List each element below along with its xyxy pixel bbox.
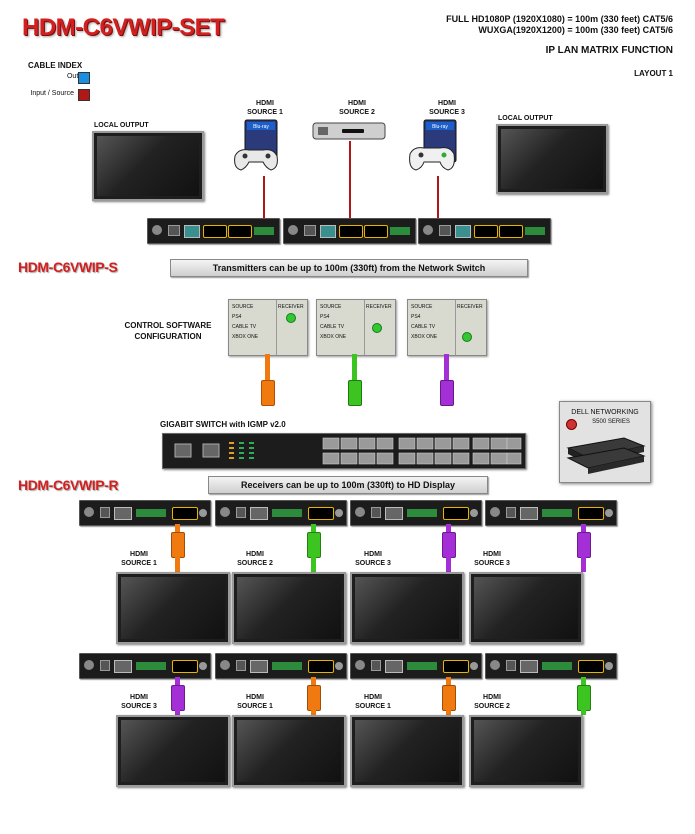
page-title: HDM-C6VWIP-SET [22, 14, 225, 41]
control-panel-3[interactable]: SOURCE RECEIVER PS4 CABLE TV XBOX ONE [407, 299, 487, 356]
output-color-swatch [78, 72, 90, 84]
receiver-cat-plug-4 [577, 532, 591, 558]
input-color-swatch [78, 89, 90, 101]
hd-display-4 [469, 715, 583, 787]
control-panel-1[interactable]: SOURCE RECEIVER PS4 CABLE TV XBOX ONE [228, 299, 308, 356]
dell-logo-icon [566, 419, 577, 430]
layout-label: LAYOUT 1 [634, 69, 673, 78]
receiver-box-3 [350, 653, 482, 679]
receiver-status-led [462, 332, 472, 342]
gigabit-switch [162, 433, 526, 469]
receiver-cable-tail-4 [581, 556, 586, 572]
control-panel-2[interactable]: SOURCE RECEIVER PS4 CABLE TV XBOX ONE [316, 299, 396, 356]
transmitter-box-1 [147, 218, 280, 244]
cat-cable-green [352, 354, 357, 382]
svg-text:Blu-ray: Blu-ray [432, 124, 448, 130]
receiver-cat-plug-3 [442, 685, 456, 711]
input-cable-2 [349, 141, 351, 218]
hd-display-1 [116, 572, 230, 644]
receiver-cat-plug-2 [307, 685, 321, 711]
receiver-box-2 [215, 500, 347, 526]
switch-label: GIGABIT SWITCH with IGMP v2.0 [160, 420, 286, 429]
receiver-cable-tail-3 [446, 709, 451, 715]
receiver-box-3 [350, 500, 482, 526]
hd-display-4 [469, 572, 583, 644]
cable-index-output-label: Output [28, 73, 88, 80]
receiver-cat-cable-2 [311, 524, 316, 534]
receiver-box-4 [485, 653, 617, 679]
set-top-box-icon [312, 121, 386, 141]
input-cable-3 [437, 176, 439, 218]
receiver-cat-cable-3 [446, 677, 451, 687]
receiver-cable-tail-2 [311, 709, 316, 715]
transmitter-section-label: HDM-C6VWIP-S [18, 259, 118, 275]
receiver-cat-cable-3 [446, 524, 451, 534]
local-output-label-right: LOCAL OUTPUT [498, 115, 553, 122]
svg-text:Blu-ray: Blu-ray [253, 124, 269, 130]
local-output-label-left: LOCAL OUTPUT [94, 122, 149, 129]
hd-display-2 [232, 715, 346, 787]
receiver-status-led [286, 313, 296, 323]
cable-index-title: CABLE INDEX [28, 61, 83, 70]
receiver-box-1 [79, 500, 211, 526]
receiver-box-4 [485, 500, 617, 526]
hd-display-3 [350, 572, 464, 644]
receiver-cable-tail-1 [175, 709, 180, 715]
local-output-display-right [496, 124, 608, 194]
bluray-gamepad-icon: Blu-ray [233, 118, 281, 176]
receiver-cat-cable-1 [175, 677, 180, 687]
receiver-box-1 [79, 653, 211, 679]
receiver-cable-tail-1 [175, 556, 180, 572]
cat-cable-purple [444, 354, 449, 382]
transmitter-box-2 [283, 218, 416, 244]
cat-plug-green [348, 380, 362, 406]
cable-index-input-label: Input / Source [30, 90, 74, 97]
cat-cable-orange [265, 354, 270, 382]
transmitter-box-3 [418, 218, 551, 244]
hd-display-1 [116, 715, 230, 787]
input-cable-1 [263, 176, 265, 218]
receiver-box-2 [215, 653, 347, 679]
receiver-cable-tail-3 [446, 556, 451, 572]
spec-line-wuxga: WUXGA(1920X1200) = 100m (330 feet) CAT5/… [478, 25, 673, 35]
receiver-status-led [372, 323, 382, 333]
receiver-cat-cable-2 [311, 677, 316, 687]
cat-plug-purple [440, 380, 454, 406]
spec-line-1080p: FULL HD1080P (1920X1080) = 100m (330 fee… [446, 14, 673, 24]
receiver-cable-tail-4 [581, 709, 586, 715]
receiver-cat-plug-4 [577, 685, 591, 711]
local-output-display-left [92, 131, 204, 201]
hd-display-3 [350, 715, 464, 787]
receiver-cat-cable-4 [581, 677, 586, 687]
dell-networking-photo: DELL NETWORKING S500 SERIES [559, 401, 651, 483]
transmitter-distance-banner: Transmitters can be up to 100m (330ft) f… [170, 259, 528, 277]
receiver-cat-plug-1 [171, 685, 185, 711]
receiver-cat-plug-3 [442, 532, 456, 558]
bluray-xbox-controller-icon: Blu-ray [408, 118, 460, 176]
cat-plug-orange [261, 380, 275, 406]
receiver-cat-cable-4 [581, 524, 586, 534]
subtitle: IP LAN MATRIX FUNCTION [545, 45, 673, 56]
receiver-cat-cable-1 [175, 524, 180, 534]
receiver-cat-plug-1 [171, 532, 185, 558]
receiver-section-label: HDM-C6VWIP-R [18, 477, 119, 493]
receiver-distance-banner: Receivers can be up to 100m (330ft) to H… [208, 476, 488, 494]
receiver-cat-plug-2 [307, 532, 321, 558]
hd-display-2 [232, 572, 346, 644]
receiver-cable-tail-2 [311, 556, 316, 572]
